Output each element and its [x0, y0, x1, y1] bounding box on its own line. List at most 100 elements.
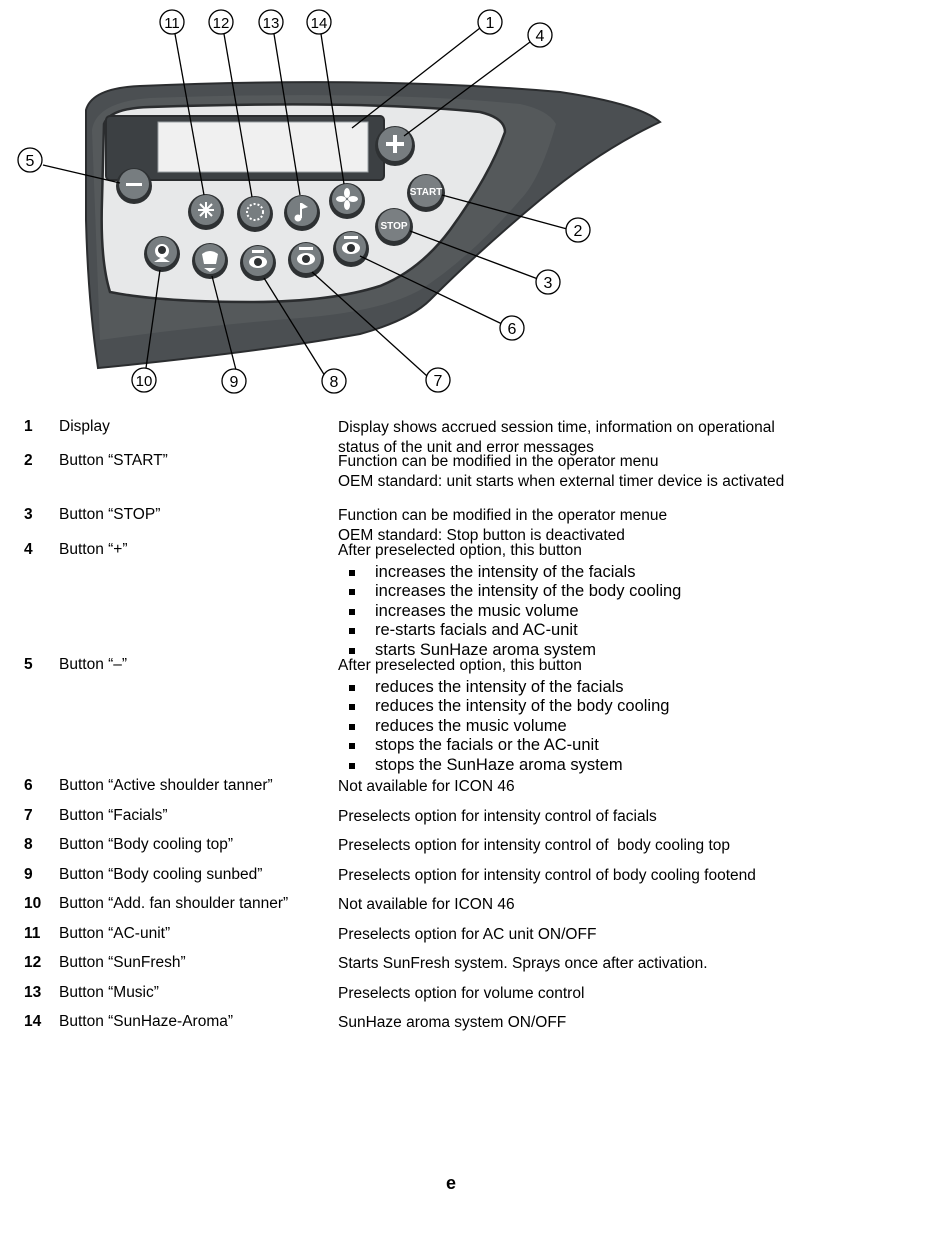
callout-1: 1 [477, 9, 503, 35]
callout-1-label: 1 [486, 15, 495, 32]
legend-description: After preselected option, this button re… [338, 656, 808, 775]
music-button[interactable] [284, 195, 320, 231]
legend-bullet: stops the facials or the AC-unit [338, 736, 808, 756]
ac-unit-button[interactable] [188, 194, 224, 230]
callout-13-label: 13 [263, 15, 280, 32]
legend-label: Button “Active shoulder tanner” [59, 777, 273, 794]
legend-bullet: reduces the intensity of the body coolin… [338, 697, 808, 717]
legend-label: Button “+” [59, 541, 128, 558]
legend-desc-line: Preselects option for intensity control … [338, 837, 731, 854]
callout-9-label: 9 [230, 374, 239, 391]
legend-desc-line: OEM standard: Stop button is deactivated [338, 526, 625, 544]
legend-desc-line: Display shows accrued session time, info… [338, 419, 775, 456]
legend-label: Button “Music” [59, 984, 159, 1001]
legend-label: Display [59, 418, 110, 435]
callout-14: 14 [306, 9, 332, 35]
callout-10: 10 [131, 367, 157, 393]
legend-description: Not available for ICON 46 [338, 777, 808, 797]
callout-12-label: 12 [213, 15, 230, 32]
callout-14-label: 14 [311, 15, 328, 32]
legend-number: 3 [24, 506, 33, 523]
callout-4: 4 [527, 22, 553, 48]
legend-number: 6 [24, 777, 33, 794]
legend-description: Preselects option for volume control [338, 984, 808, 1004]
legend-desc-line: Preselects option for AC unit ON/OFF [338, 926, 597, 943]
legend-description: Starts SunFresh system. Sprays once afte… [338, 954, 808, 974]
callout-8: 8 [321, 368, 347, 394]
callout-13: 13 [258, 9, 284, 35]
minus-button[interactable] [116, 168, 152, 204]
face-icon [154, 244, 170, 262]
legend-description: Not available for ICON 46 [338, 895, 808, 915]
legend-label: Button “–” [59, 656, 128, 673]
callout-2: 2 [565, 217, 591, 243]
legend-label: Button “STOP” [59, 506, 161, 523]
legend-bullet: re-starts facials and AC-unit [338, 621, 808, 641]
legend-label: Button “Add. fan shoulder tanner” [59, 895, 289, 912]
callout-8-label: 8 [330, 374, 339, 391]
legend-label: Button “START” [59, 452, 168, 469]
callout-6: 6 [499, 315, 525, 341]
legend-label: Button “AC-unit” [59, 925, 171, 942]
legend-bullet-list: increases the intensity of the facials i… [338, 563, 808, 661]
legend-bullet: stops the SunHaze aroma system [338, 756, 808, 776]
legend-description: Display shows accrued session time, info… [338, 418, 808, 457]
legend-number: 11 [24, 925, 41, 942]
legend-desc-line: SunHaze aroma system ON/OFF [338, 1014, 567, 1031]
legend-number: 14 [24, 1013, 42, 1030]
body-cooling-sunbed-button[interactable] [192, 243, 228, 279]
active-shoulder-tanner-button[interactable] [333, 231, 369, 267]
callout-12: 12 [208, 9, 234, 35]
callout-5: 5 [17, 147, 43, 173]
legend-bullet: reduces the music volume [338, 717, 808, 737]
callout-6-label: 6 [508, 321, 517, 338]
legend-bullet: reduces the intensity of the facials [338, 678, 808, 698]
shoulder-icon [342, 236, 360, 254]
legend-desc-line: Starts SunFresh system. Sprays once afte… [338, 955, 708, 972]
facials-button[interactable] [288, 242, 324, 278]
legend-desc-line: Preselects option for intensity control … [338, 808, 657, 825]
legend-label: Button “Body cooling sunbed” [59, 866, 263, 883]
legend-label: Button “SunFresh” [59, 954, 186, 971]
legend-number: 4 [24, 541, 33, 558]
sunhaze-aroma-button[interactable] [329, 183, 365, 219]
callout-4-label: 4 [536, 28, 545, 45]
legend-description: Preselects option for AC unit ON/OFF [338, 925, 808, 945]
callout-5-label: 5 [26, 153, 35, 170]
legend-desc-line: Not available for ICON 46 [338, 778, 515, 795]
legend-description: After preselected option, this button in… [338, 541, 808, 660]
stop-button[interactable]: STOP [375, 208, 413, 246]
stop-button-label: STOP [380, 221, 407, 232]
legend-desc-line: Not available for ICON 46 [338, 896, 515, 913]
callout-7-label: 7 [434, 373, 443, 390]
control-panel-figure: START STOP [17, 9, 662, 394]
start-button[interactable]: START [407, 174, 445, 212]
sunbed-icon [202, 251, 218, 272]
legend-number: 7 [24, 807, 33, 824]
legend-number: 9 [24, 866, 33, 883]
legend-desc-line: OEM standard: unit starts when external … [338, 472, 785, 490]
legend-number: 13 [24, 984, 42, 1001]
legend-number: 1 [24, 418, 33, 435]
music-note-icon [294, 203, 308, 222]
legend-desc-line: Function can be modified in the operator… [338, 507, 668, 524]
legend-bullet: increases the intensity of the body cool… [338, 582, 808, 602]
callouts: 1 2 3 4 5 6 7 8 9 10 11 12 13 14 [17, 9, 591, 394]
legend-bullet-list: reduces the intensity of the facials red… [338, 678, 808, 776]
legend-description: SunHaze aroma system ON/OFF [338, 1013, 808, 1033]
callout-7: 7 [425, 367, 451, 393]
legend-number: 8 [24, 836, 33, 853]
legend-number: 5 [24, 656, 33, 673]
add-fan-shoulder-tanner-button[interactable] [144, 236, 180, 272]
spray-icon [246, 203, 264, 221]
callout-9: 9 [221, 368, 247, 394]
legend-description: Function can be modified in the operator… [338, 452, 808, 491]
body-cooling-top-button[interactable] [240, 245, 276, 281]
legend-label: Button “Body cooling top” [59, 836, 234, 853]
flower-icon [336, 188, 358, 210]
legend-number: 12 [24, 954, 42, 971]
legend-bullet: increases the intensity of the facials [338, 563, 808, 583]
sunfresh-button[interactable] [237, 196, 273, 232]
legend-number: 2 [24, 452, 33, 469]
legend-label: Button “SunHaze-Aroma” [59, 1013, 234, 1030]
